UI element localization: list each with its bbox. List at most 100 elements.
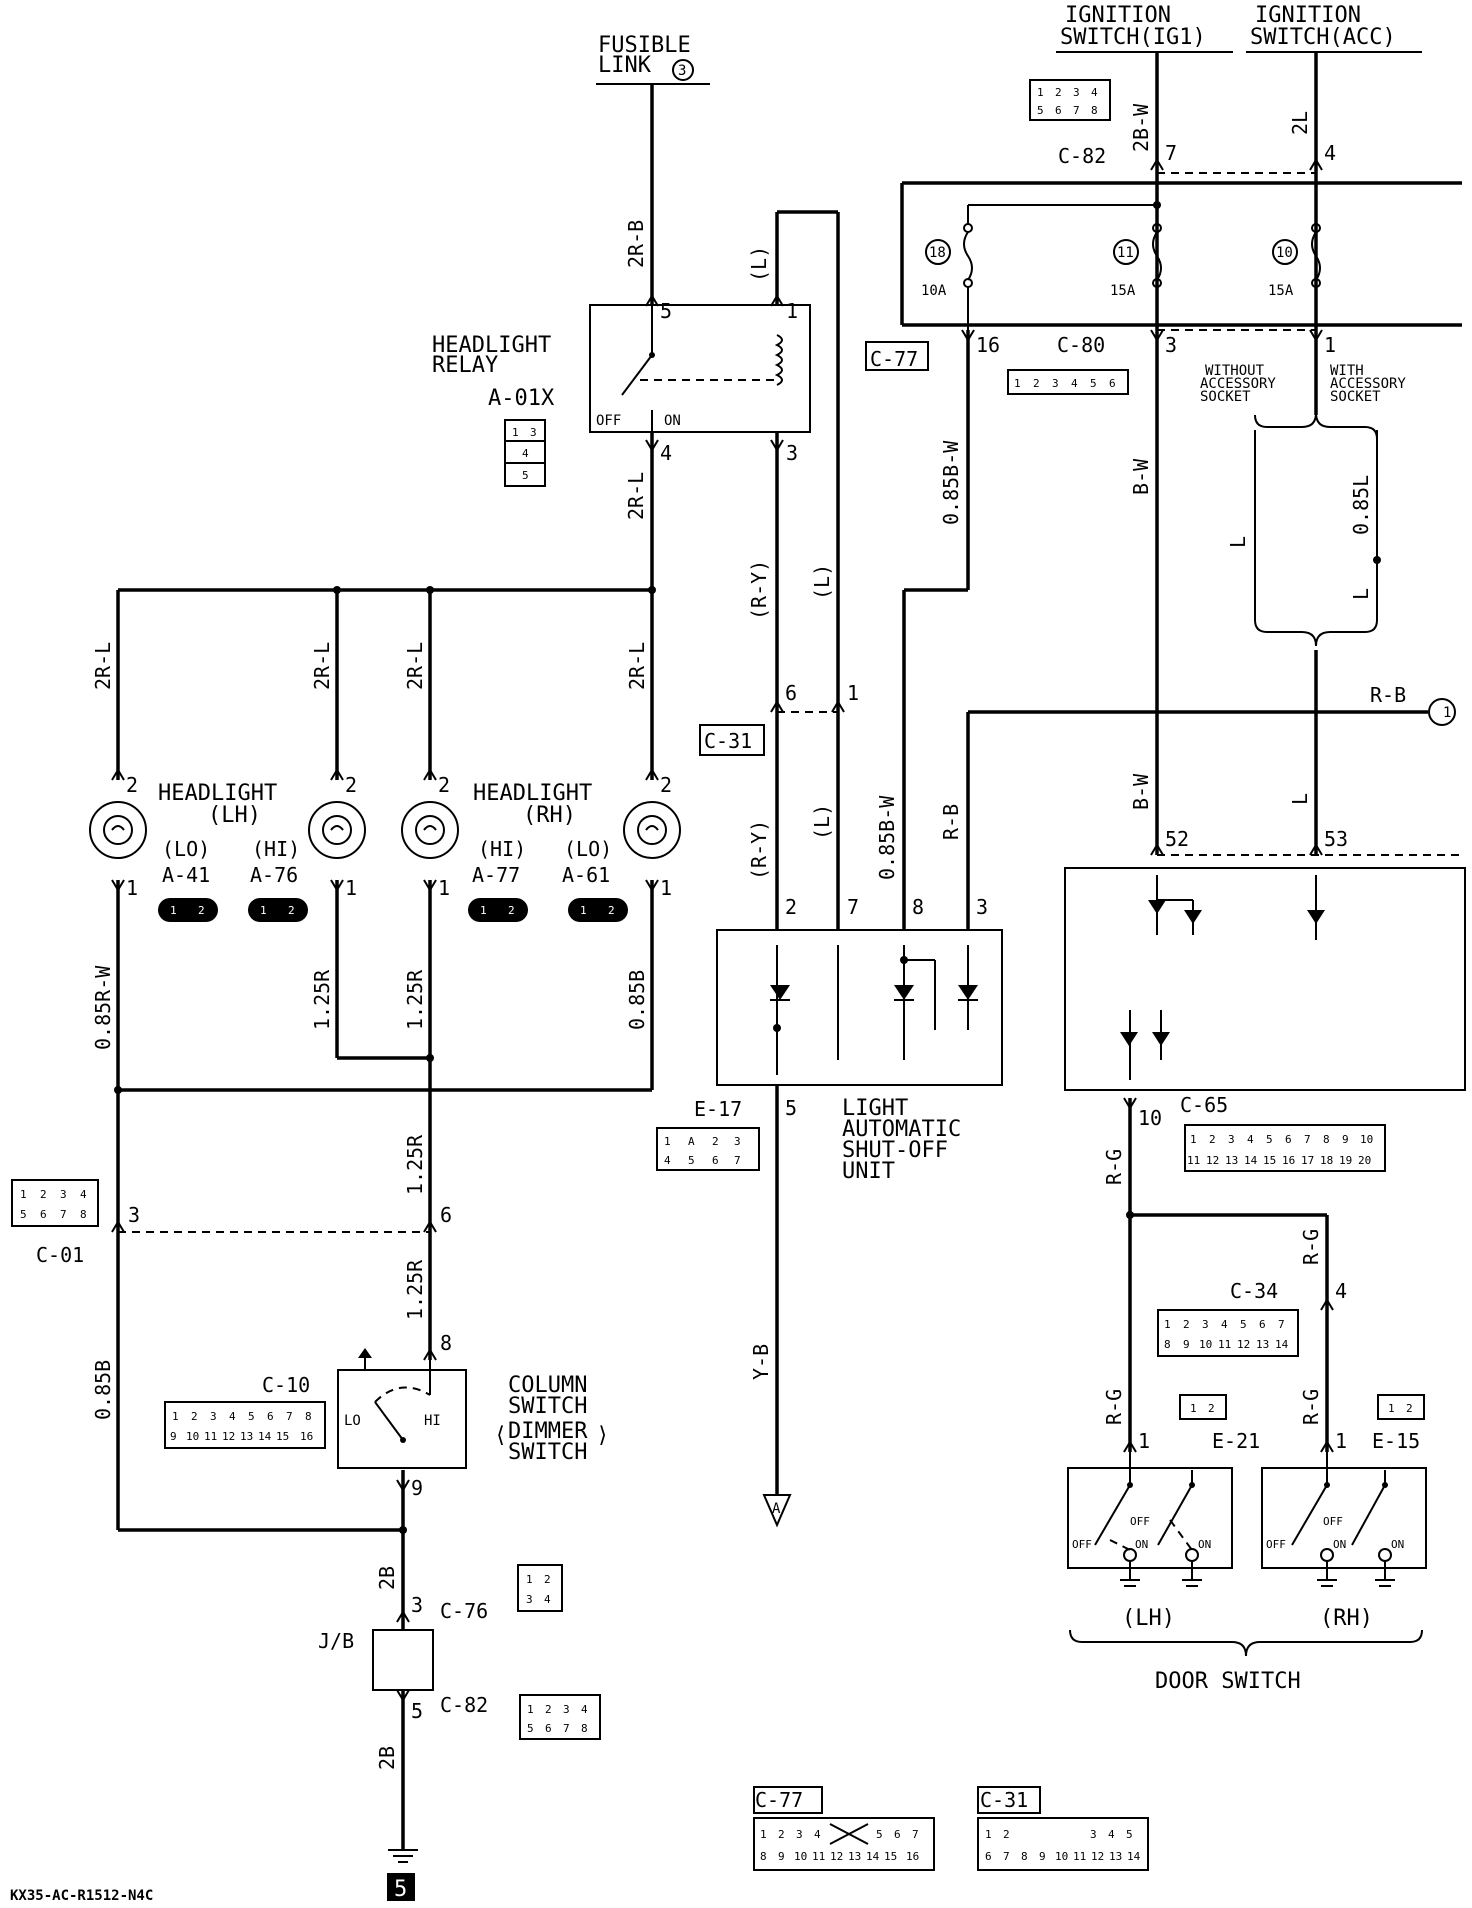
wire-2b-1: 2B [375, 1566, 399, 1590]
headlight-rh-title: HEADLIGHT [473, 781, 592, 806]
pin-e21-1: 1 [1138, 1429, 1150, 1453]
wire-rg-2: R-G [1299, 1229, 1323, 1265]
svg-text:15: 15 [276, 1430, 289, 1443]
wire-ry-2: (R-Y) [747, 820, 771, 880]
svg-text:SOCKET: SOCKET [1330, 389, 1381, 405]
svg-text:⟨: ⟨ [494, 1423, 507, 1448]
svg-text:2: 2 [1209, 1133, 1216, 1146]
svg-text:4: 4 [581, 1703, 588, 1716]
svg-text:A: A [772, 1501, 781, 1517]
svg-text:5: 5 [527, 1722, 534, 1735]
svg-text:10: 10 [1360, 1133, 1373, 1146]
svg-text:3: 3 [563, 1703, 570, 1716]
c77-bottom-connector-face: C-77 1 2 3 4 5 6 7 8 9 10 11 12 13 14 15… [753, 1786, 935, 1871]
wire-125r-1: 1.25R [310, 969, 334, 1030]
wire-l-4: L [1226, 536, 1250, 548]
wire-l-2: (L) [810, 564, 834, 600]
svg-text:7: 7 [1073, 104, 1080, 117]
svg-text:HI: HI [424, 1413, 441, 1429]
column-switch-label: COLUMN SWITCH ⟨ DIMMER SWITCH ⟩ [494, 1373, 609, 1465]
svg-text:6: 6 [40, 1208, 47, 1221]
svg-text:2: 2 [1183, 1318, 1190, 1331]
svg-text:ON: ON [1198, 1538, 1211, 1551]
svg-text:⟩: ⟩ [596, 1423, 609, 1448]
svg-text:14: 14 [258, 1430, 272, 1443]
c82-bottom-label: C-82 [440, 1693, 488, 1717]
headlight-lh-title: HEADLIGHT [158, 781, 277, 806]
svg-text:HEADLIGHT: HEADLIGHT [432, 333, 551, 358]
svg-text:17: 17 [1301, 1154, 1314, 1167]
pin-c82-7: 7 [1165, 141, 1177, 165]
svg-text:LIGHT: LIGHT [842, 1096, 908, 1121]
with-accessory-label: WITH ACCESSORY SOCKET [1330, 363, 1406, 405]
svg-text:WITHOUT: WITHOUT [1205, 363, 1265, 379]
svg-text:4: 4 [664, 1154, 671, 1167]
svg-text:2: 2 [198, 904, 205, 917]
svg-text:SWITCH: SWITCH [508, 1440, 587, 1465]
svg-text:4: 4 [1108, 1828, 1115, 1841]
svg-text:3: 3 [678, 63, 686, 79]
svg-text:8: 8 [581, 1722, 588, 1735]
pin-c82-5: 5 [411, 1699, 423, 1723]
c01-connector-face: 1 2 3 4 5 6 7 8 [11, 1179, 99, 1227]
svg-text:8: 8 [305, 1410, 312, 1423]
lh-hi-label: (HI) [252, 837, 300, 861]
svg-text:11: 11 [1218, 1338, 1231, 1351]
svg-text:2: 2 [1406, 1402, 1413, 1415]
pin-lasu-5: 5 [785, 1096, 797, 1120]
c31-bottom-connector-face: C-31 1 2 3 4 5 6 7 8 9 10 11 12 13 14 [977, 1786, 1149, 1871]
svg-text:11: 11 [1187, 1154, 1200, 1167]
a61-label: A-61 [562, 863, 610, 887]
wire-2b-2: 2B [375, 1746, 399, 1770]
headlight-relay: OFF ON HEADLIGHT RELAY A-01X [432, 304, 811, 433]
svg-text:5: 5 [1090, 377, 1097, 390]
c10-label: C-10 [262, 1373, 310, 1397]
svg-text:SHUT-OFF: SHUT-OFF [842, 1138, 948, 1163]
fuse-10: 10 15A [1268, 223, 1321, 299]
svg-text:SWITCH: SWITCH [508, 1394, 587, 1419]
wire-rg-1: R-G [1102, 1149, 1126, 1185]
svg-text:1: 1 [480, 904, 487, 917]
svg-text:13: 13 [1225, 1154, 1238, 1167]
svg-text:12: 12 [1237, 1338, 1250, 1351]
svg-text:WITH: WITH [1330, 363, 1364, 379]
svg-text:4: 4 [544, 1593, 551, 1606]
svg-text:3: 3 [1073, 86, 1080, 99]
e17-connector-face: 1 A 2 3 4 5 6 7 [656, 1127, 760, 1171]
svg-text:7: 7 [912, 1828, 919, 1841]
svg-text:11: 11 [1117, 245, 1134, 261]
wire-085rw: 0.85R-W [91, 965, 115, 1050]
svg-text:4: 4 [522, 447, 529, 460]
a76-connector: 1 2 [248, 898, 308, 922]
svg-text:12: 12 [1206, 1154, 1219, 1167]
svg-text:11: 11 [812, 1850, 825, 1863]
svg-text:18: 18 [929, 245, 946, 261]
wire-rg-3: R-G [1102, 1389, 1126, 1425]
svg-text:ON: ON [1333, 1538, 1346, 1551]
svg-text:IGNITION: IGNITION [1065, 3, 1171, 28]
svg-text:8: 8 [1021, 1850, 1028, 1863]
svg-text:8: 8 [1164, 1338, 1171, 1351]
junction-block [372, 1629, 434, 1691]
door-switch-rh: OFF ON OFF ON [1261, 1452, 1427, 1587]
wire-085bw-1: 0.85B-W [939, 440, 963, 525]
svg-text:15A: 15A [1268, 283, 1294, 299]
pin-e15-1: 1 [1335, 1429, 1347, 1453]
wire-085bw-2: 0.85B-W [875, 795, 899, 880]
svg-text:6: 6 [985, 1850, 992, 1863]
svg-text:C-31: C-31 [980, 1788, 1028, 1812]
svg-text:13: 13 [1109, 1850, 1122, 1863]
c65-label: C-65 [1180, 1093, 1228, 1117]
c65-connector-face: 1 2 3 4 5 6 7 8 9 10 11 12 13 14 15 16 1… [1184, 1124, 1386, 1172]
svg-text:12: 12 [222, 1430, 235, 1443]
svg-text:5: 5 [1240, 1318, 1247, 1331]
a76-label: A-76 [250, 863, 298, 887]
svg-text:5: 5 [876, 1828, 883, 1841]
svg-text:2: 2 [288, 904, 295, 917]
svg-text:7: 7 [1278, 1318, 1285, 1331]
svg-text:3: 3 [1052, 377, 1059, 390]
svg-text:COLUMN: COLUMN [508, 1373, 587, 1398]
svg-text:A: A [688, 1135, 695, 1148]
fusible-link-label: FUSIBLE LINK 3 [596, 33, 710, 85]
svg-text:2: 2 [545, 1703, 552, 1716]
